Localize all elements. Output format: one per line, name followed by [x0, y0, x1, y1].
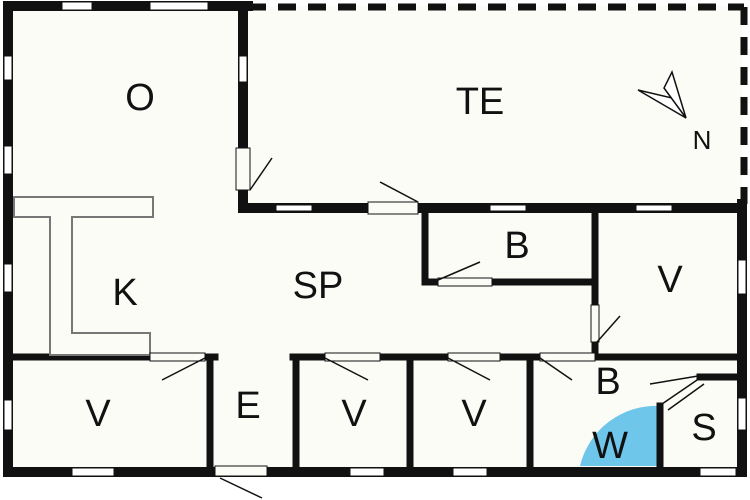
room-label-o: O: [125, 77, 155, 119]
room-label-v-mid1: V: [341, 393, 367, 435]
kitchen-counter: [13, 196, 154, 356]
compass-label: N: [693, 125, 712, 155]
room-label-b-lower: B: [595, 361, 620, 403]
windows: [3, 1, 747, 477]
compass-arrow-icon: [637, 69, 687, 119]
room-label-w: W: [592, 425, 628, 467]
room-label-te: TE: [456, 81, 505, 123]
terrace-boundary: [248, 3, 748, 204]
room-label-v-right: V: [657, 259, 683, 301]
interior-walls: [10, 204, 746, 476]
terrace-area: [248, 6, 742, 204]
room-label-sp: SP: [293, 265, 344, 307]
bathroom-highlight: [580, 405, 660, 466]
room-label-s: S: [691, 407, 716, 449]
room-label-e: E: [235, 385, 260, 427]
room-label-b-upper: B: [504, 225, 529, 267]
door-swings: [161, 157, 705, 499]
room-label-v-mid2: V: [461, 393, 487, 435]
room-label-v-left: V: [85, 393, 111, 435]
room-label-k: K: [112, 272, 137, 314]
door-openings: [149, 147, 600, 477]
